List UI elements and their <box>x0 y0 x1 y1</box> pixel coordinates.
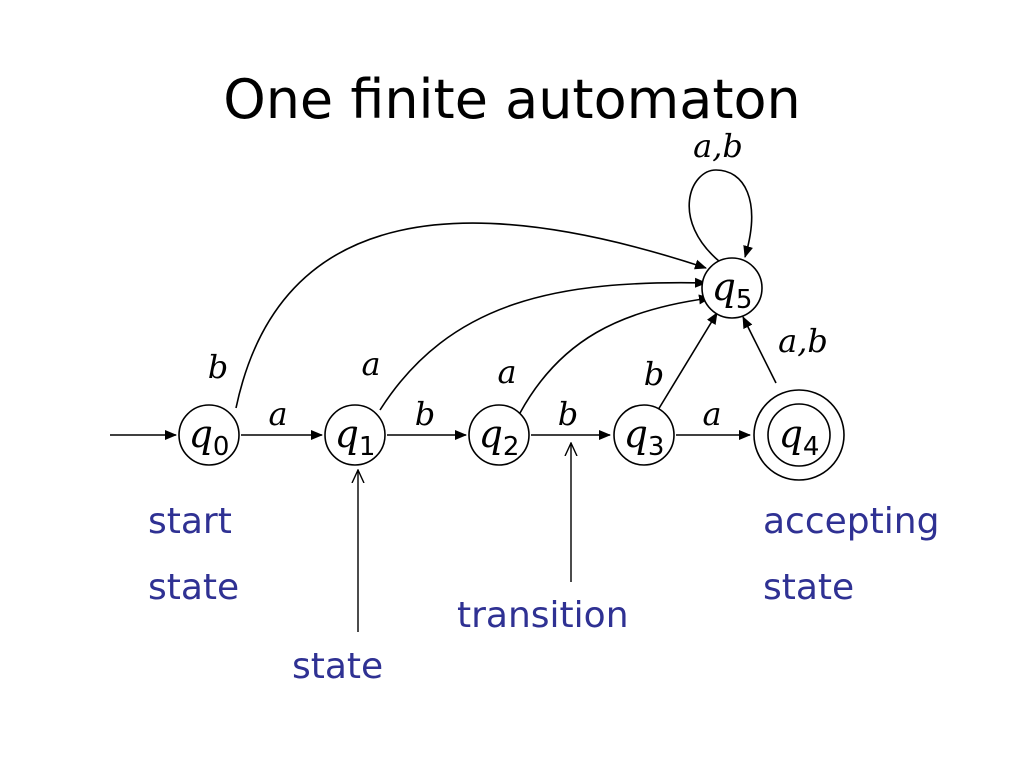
edge-q2-q5 <box>519 294 711 414</box>
edge-label-q3-q5: b <box>644 355 664 393</box>
edge-label-q1-q5: a <box>361 345 380 383</box>
annotation-transition: transition <box>457 595 629 636</box>
state-circle <box>767 403 831 467</box>
state-q5: q5 <box>701 257 763 319</box>
state-q0: q0 <box>178 404 240 466</box>
state-circle <box>324 404 386 466</box>
edge-label-q0-q1: a <box>268 395 287 433</box>
state-label: q4 <box>779 412 820 462</box>
state-q1: q1 <box>324 404 386 466</box>
edge-label-q2-q3: b <box>558 395 578 433</box>
state-label: q2 <box>479 412 520 462</box>
state-q2: q2 <box>468 404 530 466</box>
transitions <box>110 169 777 440</box>
edge-q3-q5 <box>657 312 718 411</box>
annotation-line: start <box>148 501 232 542</box>
annotation-start-state: start state <box>148 501 239 608</box>
annotation-line: state <box>763 567 854 608</box>
state-label: q1 <box>335 412 376 462</box>
state-label: q3 <box>624 412 665 462</box>
state-q3: q3 <box>613 404 675 466</box>
annotation-line: state <box>148 567 239 608</box>
state-q4-accepting: q4 <box>753 389 845 481</box>
edge-label-q4-q5: a,b <box>778 322 828 360</box>
annotation-accepting-state: accepting state <box>763 501 939 608</box>
edge-q5-self-loop <box>688 169 753 263</box>
state-circle <box>178 404 240 466</box>
annotation-state: state <box>292 646 383 687</box>
edge-label-q0-q5: b <box>208 348 228 386</box>
edge-q0-q5 <box>235 222 707 409</box>
slide-title: One finite automaton <box>223 68 801 131</box>
edge-q1-q5 <box>379 277 707 411</box>
edge-label-q3-q4: a <box>702 395 721 433</box>
state-circle <box>613 404 675 466</box>
state-circle <box>468 404 530 466</box>
edge-label-q5-self-loop: a,b <box>693 127 743 165</box>
transition-labels: a b b a b a a b a,b a,b <box>208 127 828 433</box>
edge-label-q2-q5: a <box>497 353 516 391</box>
edge-label-q1-q2: b <box>415 395 435 433</box>
state-label: q5 <box>712 265 753 315</box>
annotation-line: accepting <box>763 501 939 542</box>
edge-q4-q5 <box>742 316 777 384</box>
state-circle <box>701 257 763 319</box>
state-label: q0 <box>189 412 230 462</box>
